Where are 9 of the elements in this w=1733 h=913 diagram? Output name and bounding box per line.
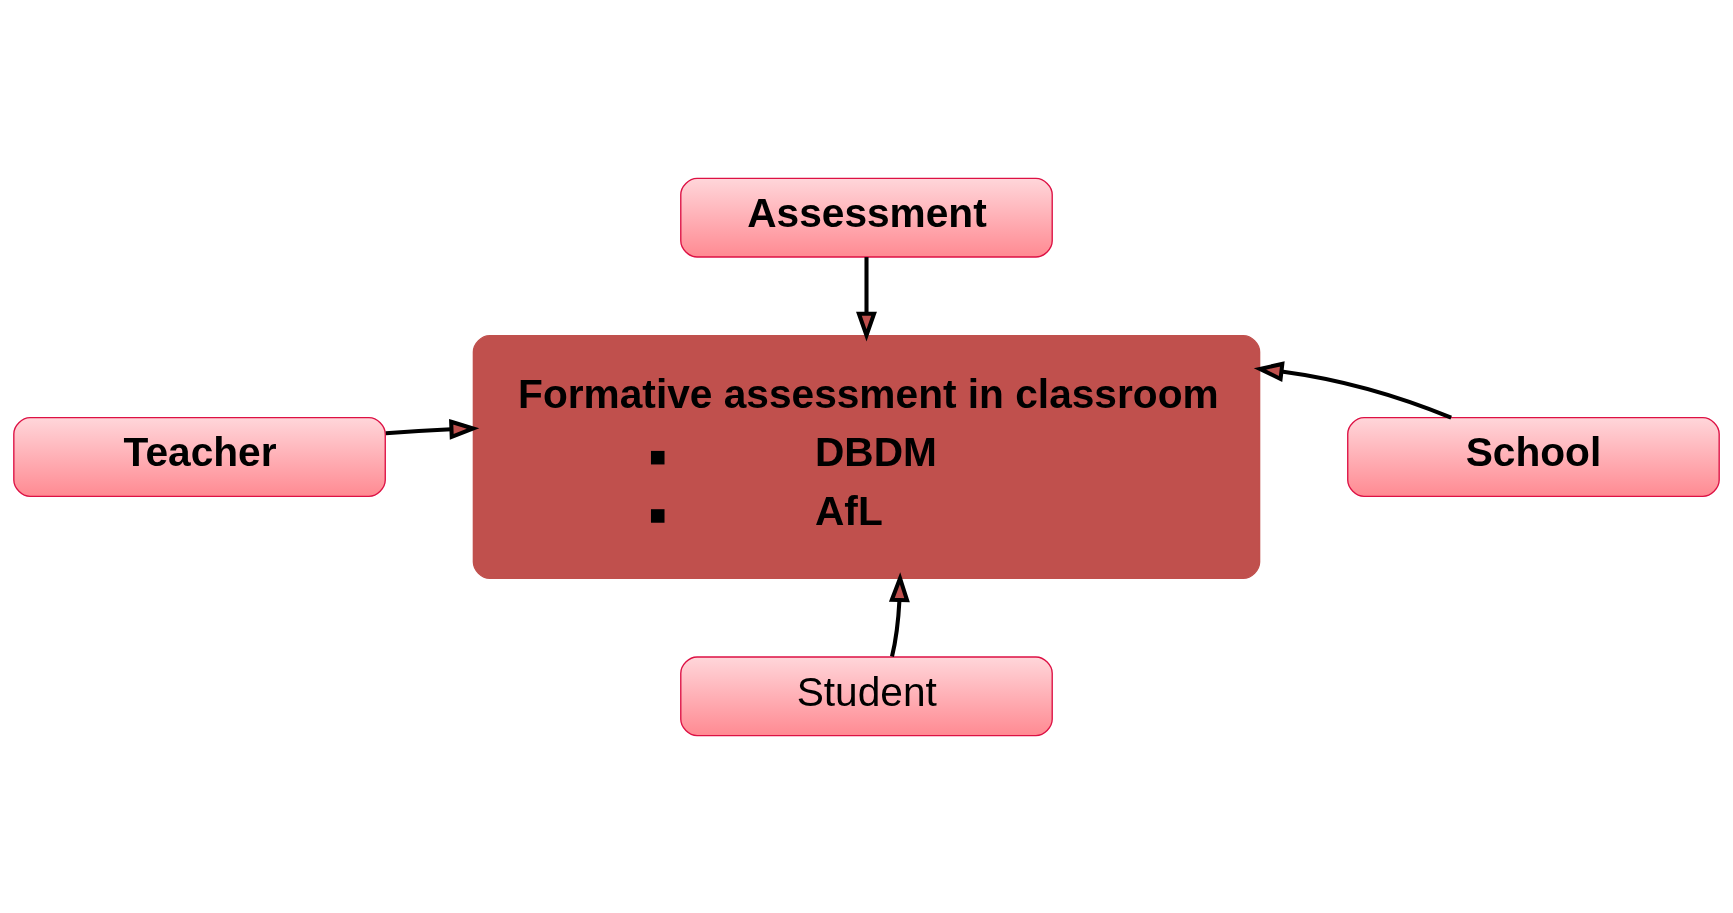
node-box: Formative assessment in classroom DBDM AfL bbox=[472, 334, 1261, 579]
arrow bbox=[385, 418, 480, 440]
arrow bbox=[1253, 360, 1452, 419]
arrow bbox=[888, 571, 910, 657]
node-box: Assessment bbox=[680, 177, 1053, 258]
node-box: Student bbox=[680, 655, 1053, 736]
arrow bbox=[856, 256, 877, 342]
node-box: Teacher bbox=[13, 416, 386, 497]
node-box: School bbox=[1347, 416, 1720, 497]
